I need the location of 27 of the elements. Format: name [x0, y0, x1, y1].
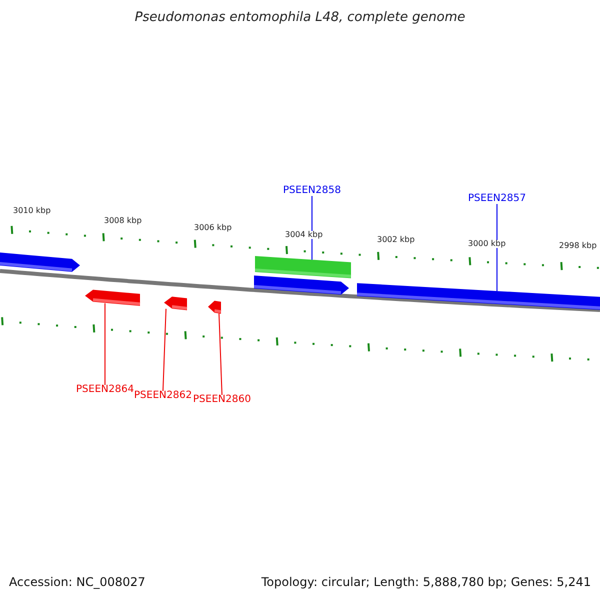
scale-label: 3008 kbp — [104, 217, 142, 225]
gene-label: PSEEN2860 — [193, 395, 251, 405]
leader-line — [218, 313, 222, 396]
leader-line — [162, 308, 166, 392]
diagram-title: Pseudomonas entomophila L48, complete genome — [134, 11, 466, 24]
scale-label: 3010 kbp — [13, 207, 51, 215]
gene-bar — [254, 256, 352, 278]
gene-label: PSEEN2864 — [76, 385, 134, 395]
gene-feature-block — [356, 283, 600, 310]
gene-feature-block — [164, 296, 188, 310]
gene-feature-block — [254, 275, 349, 295]
gene-feature-block — [208, 300, 222, 314]
leader-line — [311, 196, 312, 260]
gene-label: PSEEN2862 — [134, 391, 192, 401]
gene-label: PSEEN2857 — [468, 194, 526, 204]
gene-feature-block — [85, 290, 140, 306]
scale-label: 3000 kbp — [468, 240, 506, 248]
scale-label: 2998 kbp — [559, 242, 597, 250]
scale-label: 3002 kbp — [377, 236, 415, 244]
scale-label: 3006 kbp — [194, 224, 232, 232]
footer-text: Topology: circular; Length: 5,888,780 bp; Genes: 5,241 — [261, 576, 591, 588]
gene-feature-block — [0, 252, 80, 272]
leader-line — [496, 204, 498, 292]
scale-label: 3004 kbp — [285, 231, 323, 239]
gene-label: PSEEN2858 — [283, 186, 341, 196]
footer-text: Accession: NC_008027 — [9, 576, 146, 588]
leader-line — [104, 302, 106, 386]
